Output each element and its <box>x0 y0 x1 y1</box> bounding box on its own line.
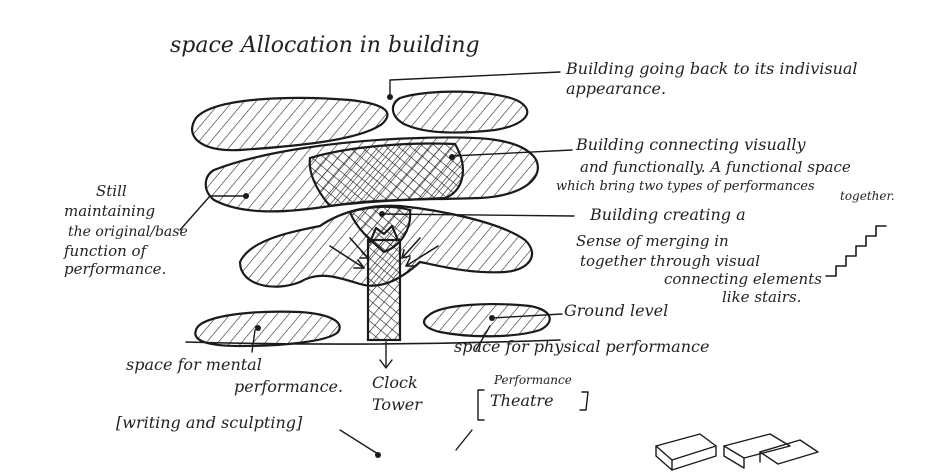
stairs-sketch <box>825 225 887 277</box>
svg-text:Clock: Clock <box>372 373 418 392</box>
annotation-left: Still maintaining the original/base func… <box>63 182 188 278</box>
clock-tower-top <box>368 224 400 244</box>
theatre-brackets <box>477 389 589 421</box>
svg-text:Building going back to its ind: Building going back to its indivisual <box>565 59 858 78</box>
svg-text:together through visual: together through visual <box>580 252 760 270</box>
annotation-lower: Building creating a Sense of merging in … <box>576 205 822 306</box>
svg-text:maintaining: maintaining <box>64 202 155 220</box>
box-sketches <box>655 433 819 471</box>
ground-line <box>185 339 561 345</box>
leader-dots <box>243 94 495 458</box>
annotation-mental-space: space for mental performance. <box>126 355 343 396</box>
ground-right-volume <box>422 303 551 338</box>
annotation-top: Building going back to its indivisual ap… <box>565 59 858 98</box>
annotation-physical-space: space for physical performance <box>454 337 709 356</box>
convergence-arrows <box>329 237 439 269</box>
svg-text:Tower: Tower <box>372 395 423 414</box>
annotation-clock-tower: Clock Tower <box>372 373 423 414</box>
top-right-volume <box>391 90 529 134</box>
annotation-theatre: Theatre <box>490 391 554 410</box>
ground-left-volume <box>194 310 341 348</box>
svg-text:appearance.: appearance. <box>566 79 666 98</box>
leader-lines <box>179 71 575 455</box>
clock-tower <box>366 238 402 342</box>
svg-text:and functionally. A functional: and functionally. A functional space <box>580 158 851 176</box>
annotation-middle: Building connecting visually and functio… <box>556 135 895 203</box>
svg-text:which bring two types of perfo: which bring two types of performances <box>556 179 815 194</box>
svg-text:performance.: performance. <box>64 260 166 278</box>
svg-text:function of: function of <box>63 242 149 260</box>
svg-text:connecting elements: connecting elements <box>664 270 822 288</box>
annotation-performance: Performance <box>493 373 572 387</box>
svg-text:Sense of merging in: Sense of merging in <box>576 232 729 250</box>
svg-text:space for mental: space for mental <box>126 355 262 374</box>
svg-text:Building creating a: Building creating a <box>589 205 746 224</box>
annotation-ground-level: Ground level <box>564 301 668 320</box>
middle-volume-overlap <box>308 142 464 208</box>
svg-text:Building connecting visually: Building connecting visually <box>575 135 807 154</box>
svg-text:like stairs.: like stairs. <box>722 288 801 306</box>
svg-text:the original/base: the original/base <box>68 224 188 240</box>
top-left-volume <box>191 96 389 152</box>
svg-text:together.: together. <box>840 189 895 203</box>
svg-text:performance.: performance. <box>234 377 343 396</box>
annotation-writing-sculpting: [writing and sculpting] <box>116 413 303 432</box>
sketch-title: space Allocation in building <box>170 33 480 58</box>
svg-text:Still: Still <box>96 182 127 200</box>
